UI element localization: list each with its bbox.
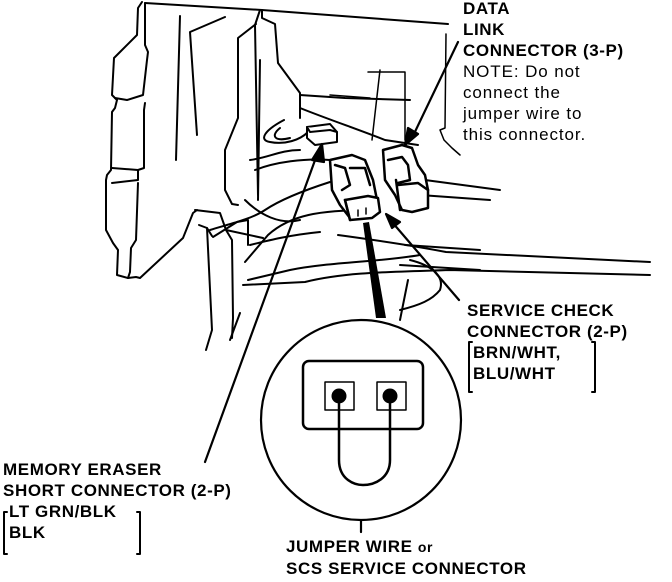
jumper-label-or: or bbox=[417, 539, 434, 555]
memory-eraser-label-line-1: MEMORY ERASER bbox=[3, 460, 162, 479]
memory-eraser-wire-color-2: BLK bbox=[9, 523, 46, 542]
service-check-connector-label: SERVICE CHECK CONNECTOR (2-P) BRN/WHT, B… bbox=[467, 300, 628, 384]
jumper-wire-label: JUMPER WIRE or SCS SERVICE CONNECTOR bbox=[286, 536, 527, 579]
data-link-arrowhead bbox=[403, 126, 420, 147]
data-link-arrow bbox=[410, 40, 460, 140]
service-check-label-line-1: SERVICE CHECK bbox=[467, 301, 615, 320]
bracket-lines bbox=[3, 341, 596, 555]
jumper-label-main: JUMPER WIRE bbox=[286, 537, 413, 556]
data-link-note-line-4: this connector. bbox=[463, 125, 587, 144]
memory-eraser-arrow bbox=[203, 150, 320, 464]
data-link-label-line-2: LINK bbox=[463, 20, 506, 39]
jumper-wire-loop bbox=[337, 394, 392, 487]
memory-eraser-connector-label: MEMORY ERASER SHORT CONNECTOR (2-P) LT G… bbox=[3, 459, 232, 543]
service-check-label-line-2: CONNECTOR (2-P) bbox=[467, 322, 628, 341]
service-check-arrow bbox=[390, 220, 461, 302]
jumper-label-line-1: JUMPER WIRE or bbox=[286, 536, 527, 558]
connector-housing bbox=[301, 359, 425, 431]
service-check-wire-color-2: BLU/WHT bbox=[473, 364, 556, 383]
memory-eraser-wire-color-1: LT GRN/BLK bbox=[9, 502, 117, 521]
data-link-connector-shape bbox=[381, 143, 430, 214]
magnify-leader bbox=[363, 222, 386, 318]
memory-eraser-connector-shape bbox=[306, 123, 338, 146]
data-link-connector-label: DATA LINK CONNECTOR (3-P) NOTE: Do not c… bbox=[463, 0, 624, 145]
data-link-note-line-1: NOTE: Do not bbox=[463, 62, 581, 81]
data-link-note-line-2: connect the bbox=[463, 83, 561, 102]
magnify-circle bbox=[259, 318, 463, 522]
dashboard-panel bbox=[105, 1, 449, 351]
service-check-connector-shape bbox=[328, 153, 382, 222]
data-link-label-line-3: CONNECTOR (3-P) bbox=[463, 41, 624, 60]
memory-eraser-label-line-2: SHORT CONNECTOR (2-P) bbox=[3, 481, 232, 500]
data-link-bracket-lines bbox=[329, 33, 461, 156]
magnified-view bbox=[259, 318, 463, 522]
data-link-label-line-1: DATA bbox=[463, 0, 511, 18]
terminal-right-socket bbox=[376, 381, 407, 411]
service-check-wire-color-1: BRN/WHT, bbox=[473, 343, 561, 362]
service-check-arrowhead bbox=[384, 212, 402, 230]
memory-eraser-arrowhead bbox=[310, 142, 326, 164]
jumper-label-line-2: SCS SERVICE CONNECTOR bbox=[286, 559, 527, 578]
data-link-note-line-3: jumper wire to bbox=[463, 104, 583, 123]
